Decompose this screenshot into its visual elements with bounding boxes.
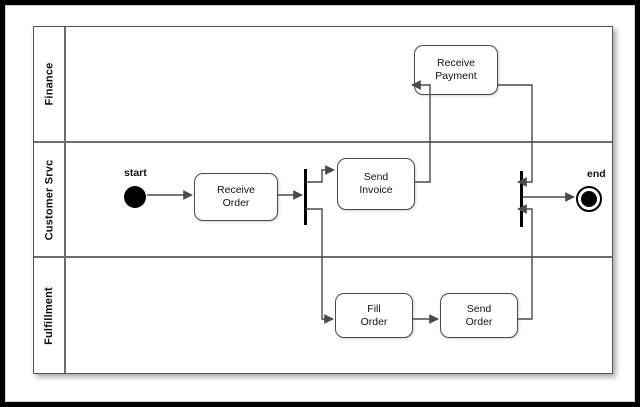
swimlane-label-fulfillment: Fulfillment [43, 286, 55, 345]
activity-receive-payment[interactable]: Receive Payment [414, 45, 498, 95]
activity-send-order[interactable]: Send Order [440, 293, 518, 338]
end-node-caption: end [587, 168, 606, 180]
final-node-end[interactable] [576, 186, 602, 212]
swimlane-customer-srvc: Customer Srvc start Receive Order [34, 141, 612, 256]
activity-send-order-line2: Order [465, 315, 493, 328]
activity-fill-order-line1: Fill [367, 302, 381, 315]
activity-send-invoice-line1: Send [363, 171, 389, 183]
fork-bar [304, 169, 307, 225]
activity-receive-order[interactable]: Receive Order [194, 173, 278, 221]
start-node-caption: start [124, 167, 147, 179]
initial-node-start[interactable] [124, 186, 146, 208]
swimlane-fulfillment: Fulfillment Fill Order Send Order [34, 256, 612, 373]
join-bar [520, 171, 523, 227]
swimlane-header-fulfillment: Fulfillment [34, 258, 66, 373]
document-page: Finance Receive Payment Customer Srvc [5, 5, 635, 402]
activity-fill-order[interactable]: Fill Order [335, 293, 413, 338]
swimlane-body-finance: Receive Payment [66, 27, 612, 141]
activity-diagram-canvas: Finance Receive Payment Customer Srvc [33, 26, 613, 374]
activity-send-order-line1: Send [466, 302, 492, 315]
swimlane-finance: Finance Receive Payment [34, 27, 612, 141]
activity-send-invoice-line2: Invoice [359, 184, 393, 196]
activity-send-invoice[interactable]: Send Invoice [337, 158, 415, 210]
swimlane-body-fulfillment: Fill Order Send Order [66, 258, 612, 373]
activity-fill-order-line2: Order [360, 315, 388, 328]
activity-receive-payment-line2: Payment [435, 70, 477, 82]
activity-receive-order-line2: Order [222, 197, 250, 209]
swimlane-label-finance: Finance [43, 62, 55, 106]
activity-receive-order-line1: Receive [217, 184, 255, 196]
swimlane-body-customer-srvc: start Receive Order Send Invoice [66, 143, 612, 256]
swimlane-header-customer-srvc: Customer Srvc [34, 143, 66, 256]
swimlane-label-customer-srvc: Customer Srvc [43, 159, 56, 240]
swimlane-header-finance: Finance [34, 27, 66, 141]
activity-receive-payment-line1: Receive [437, 57, 475, 69]
